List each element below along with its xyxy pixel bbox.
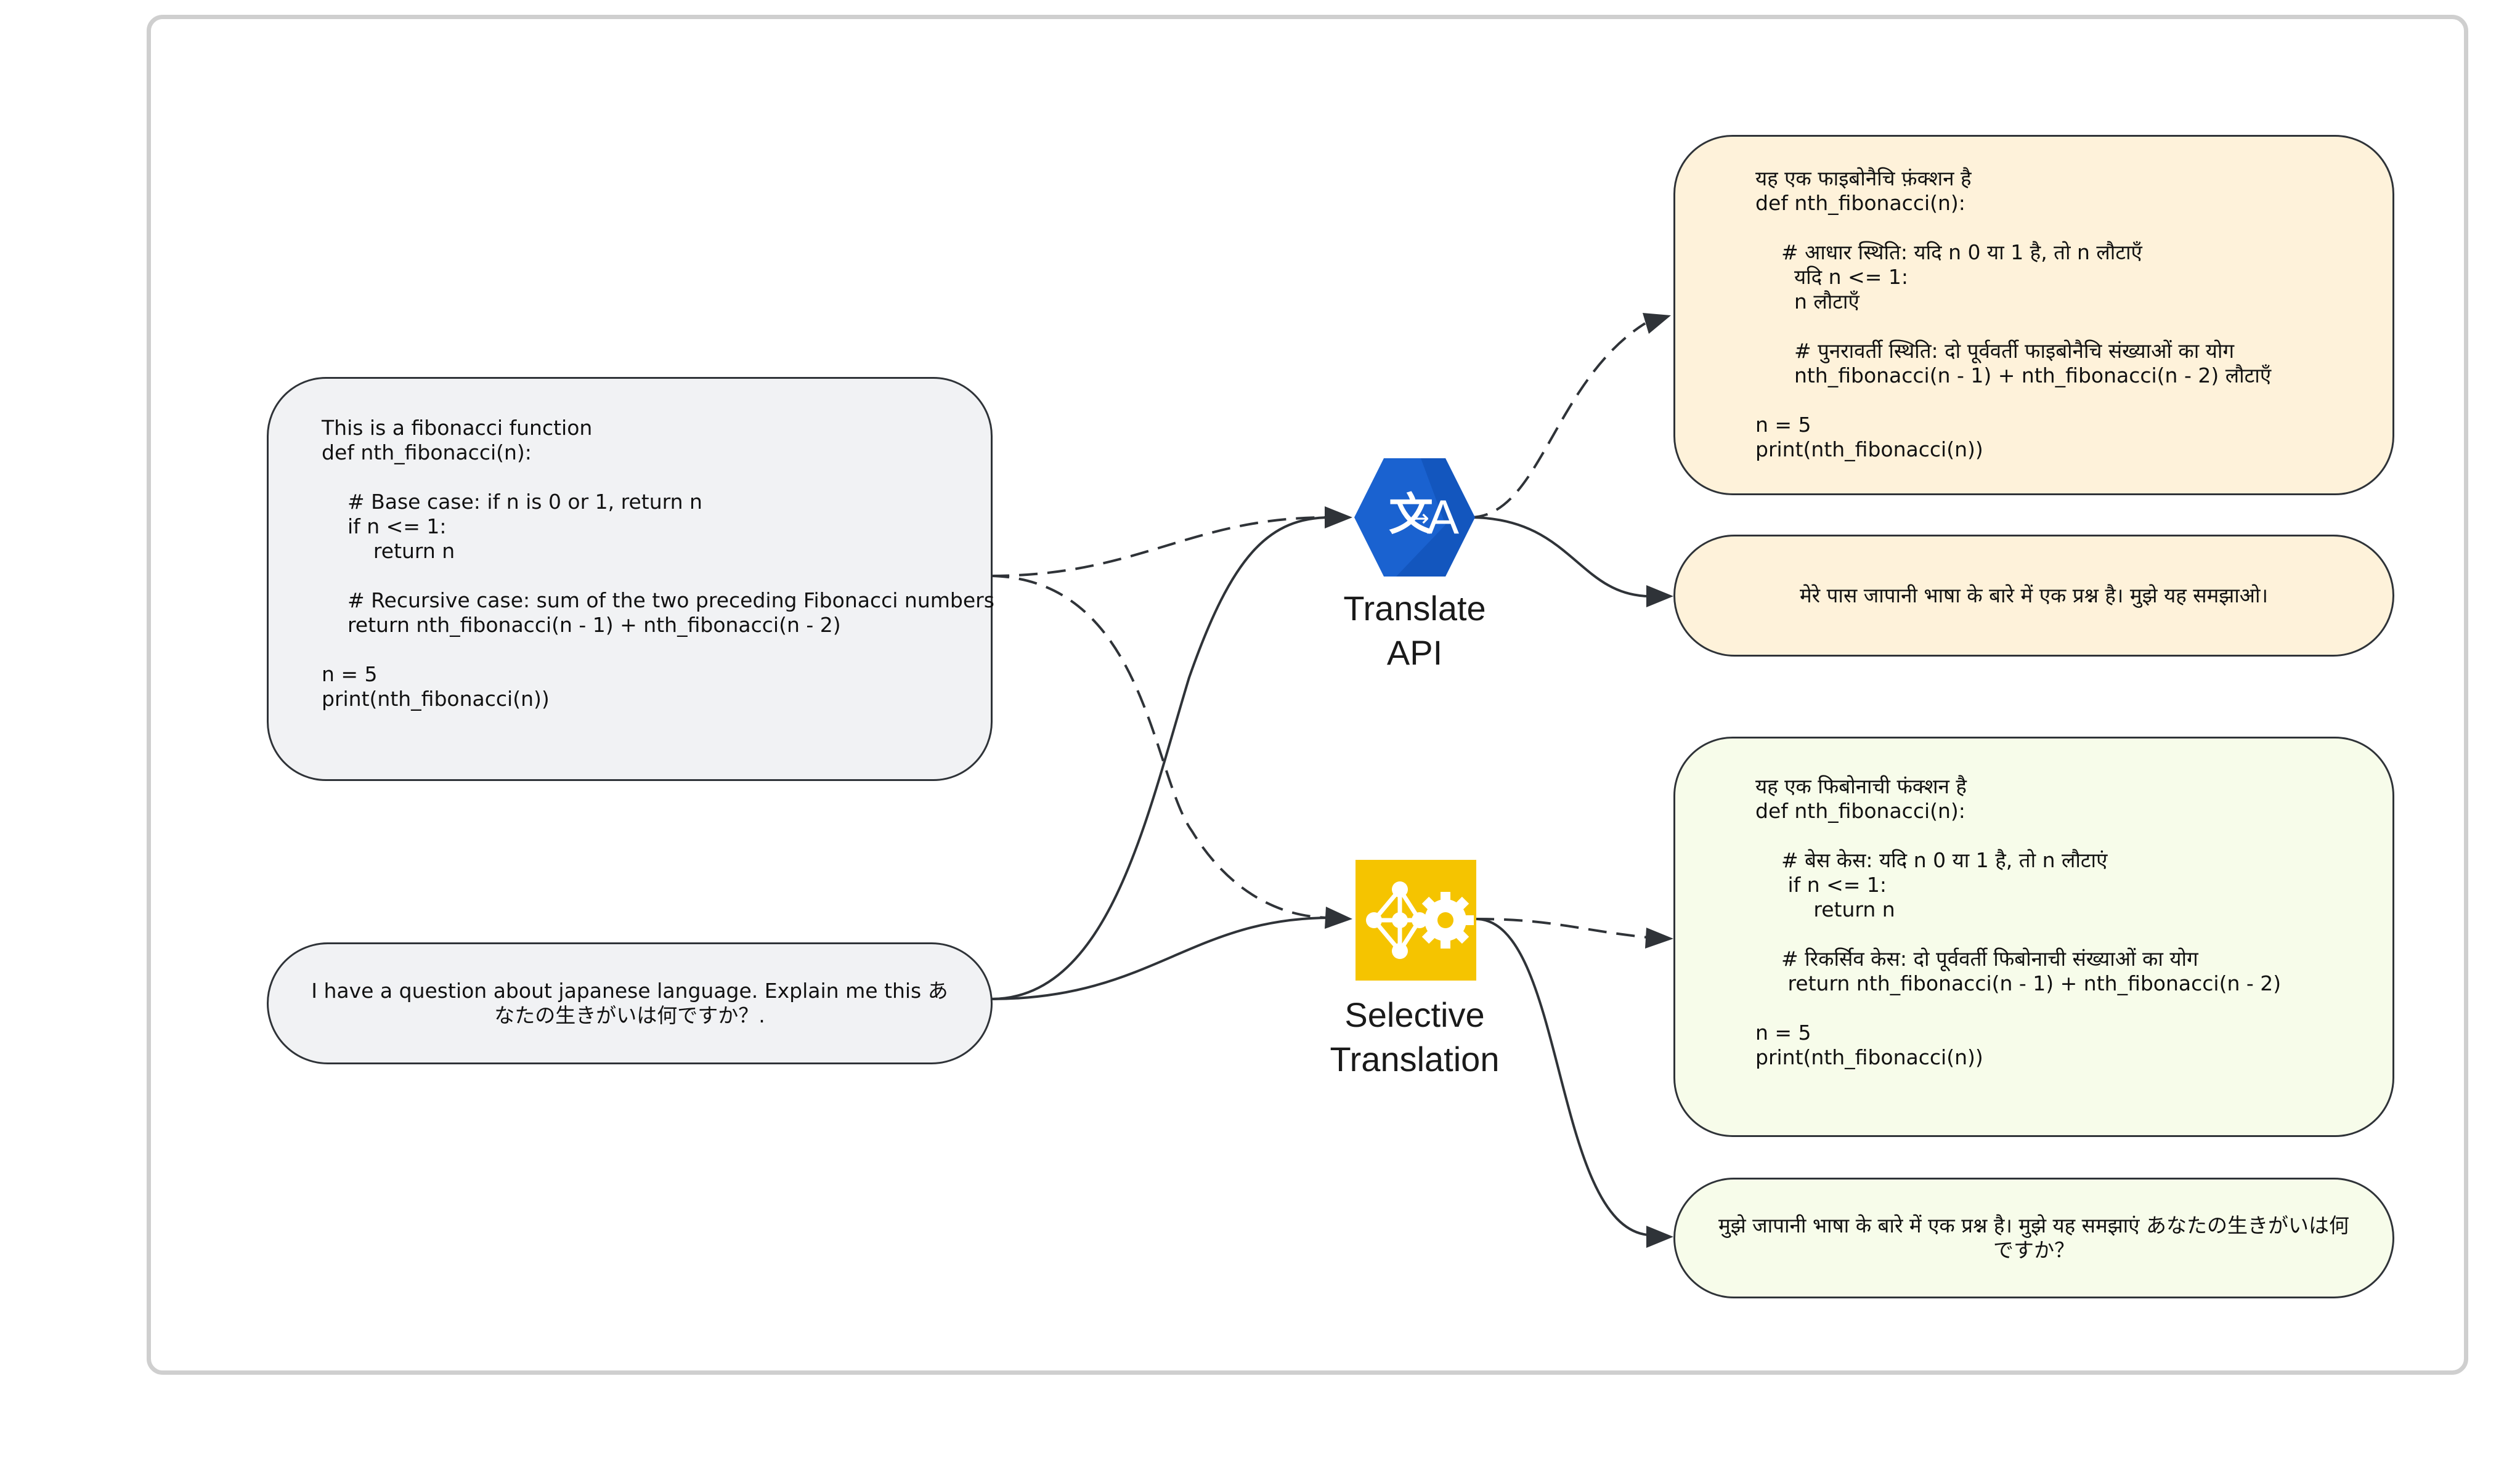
edge-translate-to-code-output [1469,322,1646,519]
edge-selective-to-question-output [1475,918,1649,1236]
arrowhead [1325,506,1352,528]
neural-network-gear-icon [1356,860,1476,981]
selective-translation-label: Selective Translation [1291,993,1538,1082]
input-code-box: This is a fibonacci function def nth_fib… [267,377,994,781]
edge-translate-to-question-output [1469,516,1649,597]
edge-code-to-selective [990,575,1331,919]
edge-question-to-translate [990,516,1331,1000]
arrowhead [1646,585,1673,607]
translate-api-label-line1: Translate [1343,589,1486,628]
arrowhead [1643,313,1671,334]
selective-translation-label-line2: Translation [1330,1040,1500,1078]
selective-code-output-box: यह एक फिबोनाची फंक्शन है def nth_fibonac… [1673,737,2394,1137]
diagram-frame [147,15,2468,1375]
svg-text:→: → [1410,504,1429,532]
edge-code-to-translate [990,516,1328,577]
translate-code-output-box: यह एक फाइबोनैचि फ़ंक्शन है def nth_fibon… [1673,135,2394,495]
arrowhead [1645,928,1673,949]
translate-icon: 文 → A [1354,458,1475,577]
translate-question-output-box: मेरे पास जापानी भाषा के बारे में एक प्रश… [1673,535,2394,657]
arrowhead [1325,907,1352,929]
input-code-text: This is a fibonacci function def nth_fib… [322,416,994,711]
selective-code-output-text: यह एक फिबोनाची फंक्शन है def nth_fibonac… [1755,774,2282,1069]
selective-question-output-text: मुझे जापानी भाषा के बारे में एक प्रश्न ह… [1718,1213,2349,1262]
svg-text:文: 文 [1389,488,1433,540]
edge-selective-to-code-output [1475,918,1649,939]
translate-question-output-text: मेरे पास जापानी भाषा के बारे में एक प्रश… [1799,583,2269,607]
selective-translation-label-line1: Selective [1344,995,1485,1034]
input-question-text: I have a question about japanese languag… [311,979,948,1027]
edge-question-to-selective [990,917,1331,1000]
translate-api-label-line2: API [1386,633,1443,672]
svg-text:A: A [1427,490,1459,544]
translate-code-output-text: यह एक फाइबोनैचि फ़ंक्शन है def nth_fibon… [1755,166,2272,461]
arrowhead [1646,1226,1673,1248]
input-question-box: I have a question about japanese languag… [267,942,993,1064]
translate-api-label: Translate API [1291,586,1538,675]
selective-question-output-box: मुझे जापानी भाषा के बारे में एक प्रश्न ह… [1673,1178,2394,1298]
